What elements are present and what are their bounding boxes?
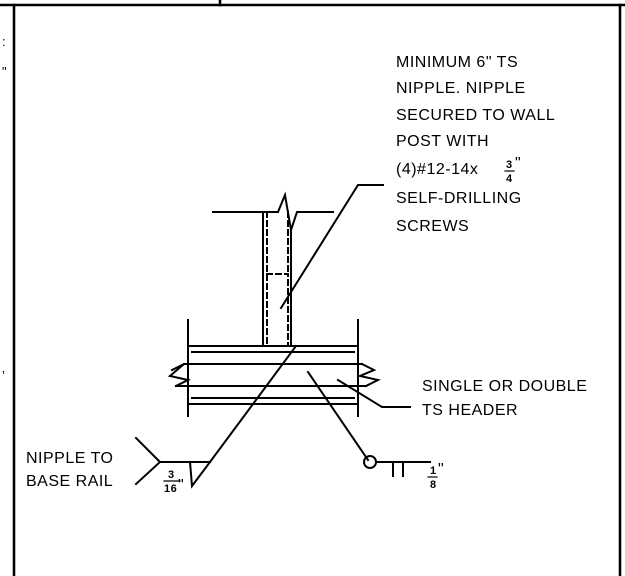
callout-nipple-line-3: SECURED TO WALL: [396, 107, 555, 124]
callout-nipple-line-4: POST WITH: [396, 133, 489, 150]
screw-fraction-den: 4: [506, 173, 513, 185]
margin-mark-3: ’: [2, 368, 5, 383]
weld-right-size-inch: ": [438, 461, 444, 478]
weld-right-size-num: 1: [430, 465, 437, 477]
callout-weld-base: NIPPLE TO BASE RAIL 3 16 ": [26, 450, 184, 495]
callout-weld-base-line-1: NIPPLE TO: [26, 450, 114, 467]
weld-base-size-inch: ": [178, 477, 184, 494]
weld-base-size-num: 3: [168, 469, 175, 481]
ts-nipple: [266, 211, 289, 347]
callout-nipple-line-5: (4)#12-14x: [396, 161, 478, 178]
weld-symbol-right: [306, 370, 431, 477]
callout-weld-base-line-2: BASE RAIL: [26, 473, 113, 490]
weld-symbol-base-rail: [134, 344, 298, 489]
callout-nipple-line-1: MINIMUM 6" TS: [396, 54, 518, 71]
callout-nipple: MINIMUM 6" TS NIPPLE. NIPPLE SECURED TO …: [396, 54, 555, 235]
callout-nipple-line-6: SELF-DRILLING: [396, 190, 522, 207]
callout-header-line-2: TS HEADER: [422, 402, 518, 419]
callout-header-line-1: SINGLE OR DOUBLE: [422, 378, 587, 395]
leader-header: [336, 378, 411, 408]
callout-header: SINGLE OR DOUBLE TS HEADER: [422, 378, 587, 419]
callout-nipple-line-7: SCREWS: [396, 218, 469, 235]
leader-nipple: [279, 184, 384, 310]
callout-nipple-line-2: NIPPLE. NIPPLE: [396, 80, 526, 97]
ts-header: [167, 319, 381, 417]
screw-fraction-inch: ": [515, 155, 521, 172]
margin-mark-2: ": [2, 64, 7, 79]
weld-right-size: 1 8 ": [427, 461, 444, 491]
wall-post: [212, 191, 334, 347]
screw-fraction-num: 3: [506, 159, 513, 171]
weld-right-size-den: 8: [430, 479, 437, 491]
weld-base-size-den: 16: [164, 483, 177, 495]
margin-mark-1: :: [2, 34, 6, 49]
